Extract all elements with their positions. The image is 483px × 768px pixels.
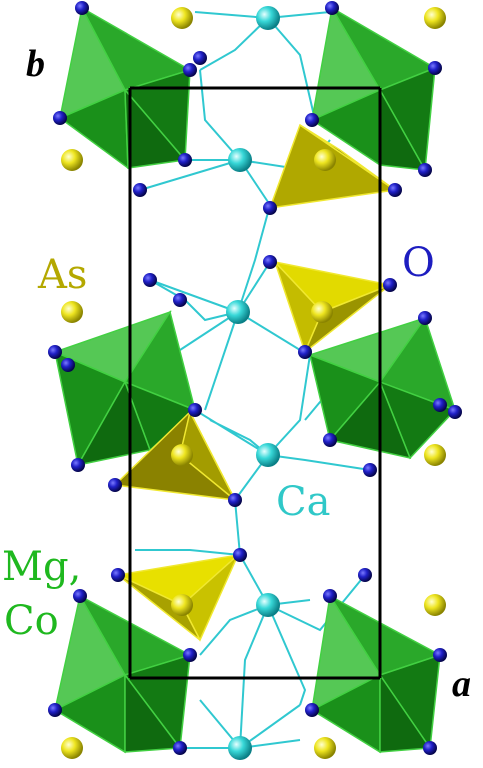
tetrahedron-bottom <box>115 553 241 642</box>
o-atom <box>73 589 87 603</box>
as-atom <box>314 149 336 171</box>
as-atom <box>424 444 446 466</box>
o-atom <box>418 163 432 177</box>
as-atom <box>61 149 83 171</box>
arsenic-atoms <box>61 7 446 759</box>
o-atom <box>183 63 197 77</box>
o-atom <box>323 589 337 603</box>
as-atom <box>61 301 83 323</box>
o-atom <box>358 568 372 582</box>
label-mg: Mg, <box>2 544 81 590</box>
o-atom <box>173 741 187 755</box>
o-atom <box>193 51 207 65</box>
o-atom <box>383 278 397 292</box>
o-atom <box>233 548 247 562</box>
octahedron-bottom-right <box>310 593 442 754</box>
o-atom <box>433 398 447 412</box>
calcium-atoms <box>226 6 280 760</box>
axis-label-b: b <box>26 43 45 85</box>
o-atom <box>305 113 319 127</box>
o-atom <box>228 493 242 507</box>
label-co: Co <box>4 598 59 644</box>
o-atom <box>143 273 157 287</box>
o-atom <box>418 311 432 325</box>
tetrahedron-upper-middle <box>272 260 393 355</box>
o-atom <box>183 648 197 662</box>
octahedron-top-right <box>310 5 437 173</box>
o-atom <box>325 1 339 15</box>
o-atom <box>133 183 147 197</box>
o-atom <box>48 703 62 717</box>
octahedron-middle-left <box>52 310 197 468</box>
o-atom <box>388 183 402 197</box>
o-atom <box>428 61 442 75</box>
ca-atom <box>256 443 280 467</box>
o-atom <box>61 358 75 372</box>
octahedron-top-left <box>58 5 192 170</box>
o-atom <box>305 703 319 717</box>
label-arsenic: As <box>37 252 87 298</box>
o-atom <box>75 1 89 15</box>
label-calcium: Ca <box>276 479 330 525</box>
as-atom <box>171 594 193 616</box>
as-atom <box>61 737 83 759</box>
o-atom <box>448 405 462 419</box>
o-atom <box>173 293 187 307</box>
label-oxygen: O <box>402 240 435 286</box>
as-atom <box>424 594 446 616</box>
as-atom <box>424 7 446 29</box>
o-atom <box>111 568 125 582</box>
o-atom <box>71 458 85 472</box>
as-atom <box>311 301 333 323</box>
ca-atom <box>256 593 280 617</box>
octahedron-bottom-left <box>53 593 192 754</box>
o-atom <box>48 345 62 359</box>
ca-atom <box>228 736 252 760</box>
as-atom <box>171 444 193 466</box>
ca-atom <box>226 300 250 324</box>
o-atom <box>53 111 67 125</box>
oxygen-atoms <box>48 1 462 755</box>
as-atom <box>314 737 336 759</box>
o-atom <box>423 741 437 755</box>
axis-label-a: a <box>452 663 471 705</box>
unit-cell-outline <box>128 86 382 680</box>
ca-atom <box>256 6 280 30</box>
o-atom <box>363 463 377 477</box>
o-atom <box>188 403 202 417</box>
o-atom <box>298 345 312 359</box>
ca-atom <box>228 148 252 172</box>
o-atom <box>178 153 192 167</box>
o-atom <box>323 433 337 447</box>
o-atom <box>108 478 122 492</box>
as-atom <box>171 7 193 29</box>
o-atom <box>263 255 277 269</box>
o-atom <box>263 201 277 215</box>
octahedron-middle-right <box>307 316 457 460</box>
o-atom <box>433 648 447 662</box>
